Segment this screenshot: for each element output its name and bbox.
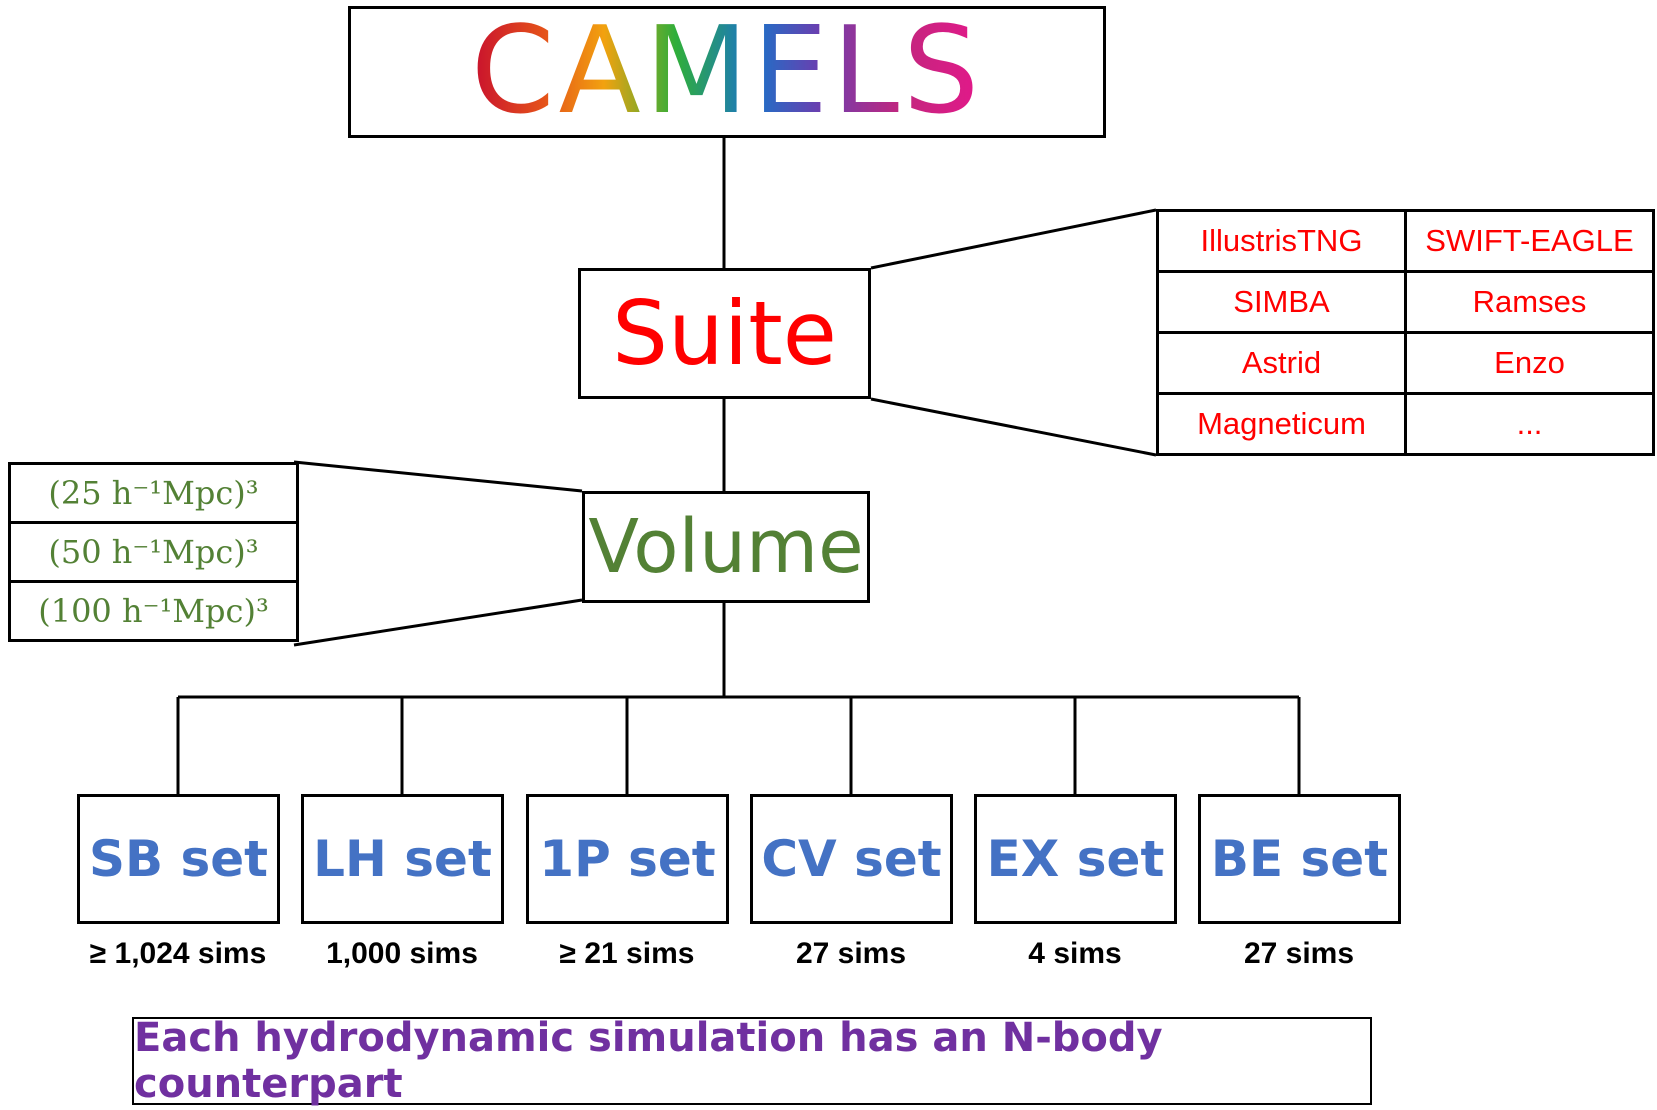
- suite-table: IllustrisTNG SWIFT-EAGLE SIMBA Ramses As…: [1156, 209, 1655, 456]
- callout-suite-top: [870, 208, 1157, 270]
- set-label: LH set: [313, 830, 492, 888]
- set-box-1p: 1P set: [526, 794, 729, 924]
- camels-title: CAMELS: [470, 2, 984, 141]
- volume-box: Volume: [582, 491, 870, 603]
- suite-item: Astrid: [1156, 331, 1407, 395]
- set-label: SB set: [88, 830, 269, 888]
- set-count-cv: 27 sims: [795, 937, 907, 970]
- set-label: EX set: [986, 830, 1165, 888]
- suite-item: SIMBA: [1156, 270, 1407, 334]
- footer-note-box: Each hydrodynamic simulation has an N-bo…: [132, 1015, 1372, 1107]
- set-count-1p: ≥ 21 sims: [559, 937, 695, 970]
- suite-item: SWIFT-EAGLE: [1404, 209, 1655, 273]
- volume-label: Volume: [588, 504, 864, 590]
- suite-box: Suite: [578, 268, 871, 399]
- volume-item: (100 h⁻¹Mpc)³: [8, 580, 299, 642]
- set-count-sb: ≥ 1,024 sims: [89, 937, 267, 970]
- camels-title-box: CAMELS: [348, 6, 1106, 138]
- callout-volume-top: [293, 460, 583, 493]
- suite-item: Magneticum: [1156, 392, 1407, 456]
- set-box-ex: EX set: [974, 794, 1177, 924]
- set-box-lh: LH set: [301, 794, 504, 924]
- set-label: CV set: [761, 830, 942, 888]
- volume-item: (50 h⁻¹Mpc)³: [8, 521, 299, 583]
- set-count-lh: 1,000 sims: [326, 937, 478, 970]
- suite-item: Ramses: [1404, 270, 1655, 334]
- volume-table: (25 h⁻¹Mpc)³ (50 h⁻¹Mpc)³ (100 h⁻¹Mpc)³: [8, 462, 299, 642]
- footer-note: Each hydrodynamic simulation has an N-bo…: [134, 1015, 1163, 1107]
- set-count-ex: 4 sims: [1028, 937, 1122, 970]
- set-count-be: 27 sims: [1243, 937, 1355, 970]
- set-box-sb: SB set: [77, 794, 280, 924]
- set-box-cv: CV set: [750, 794, 953, 924]
- set-label: 1P set: [539, 830, 716, 888]
- set-box-be: BE set: [1198, 794, 1401, 924]
- callout-volume-bottom: [293, 598, 583, 647]
- suite-item: ...: [1404, 392, 1655, 456]
- volume-item: (25 h⁻¹Mpc)³: [8, 462, 299, 524]
- callout-suite-bottom: [870, 397, 1157, 457]
- set-label: BE set: [1210, 830, 1389, 888]
- suite-item: IllustrisTNG: [1156, 209, 1407, 273]
- suite-label: Suite: [612, 282, 837, 385]
- suite-item: Enzo: [1404, 331, 1655, 395]
